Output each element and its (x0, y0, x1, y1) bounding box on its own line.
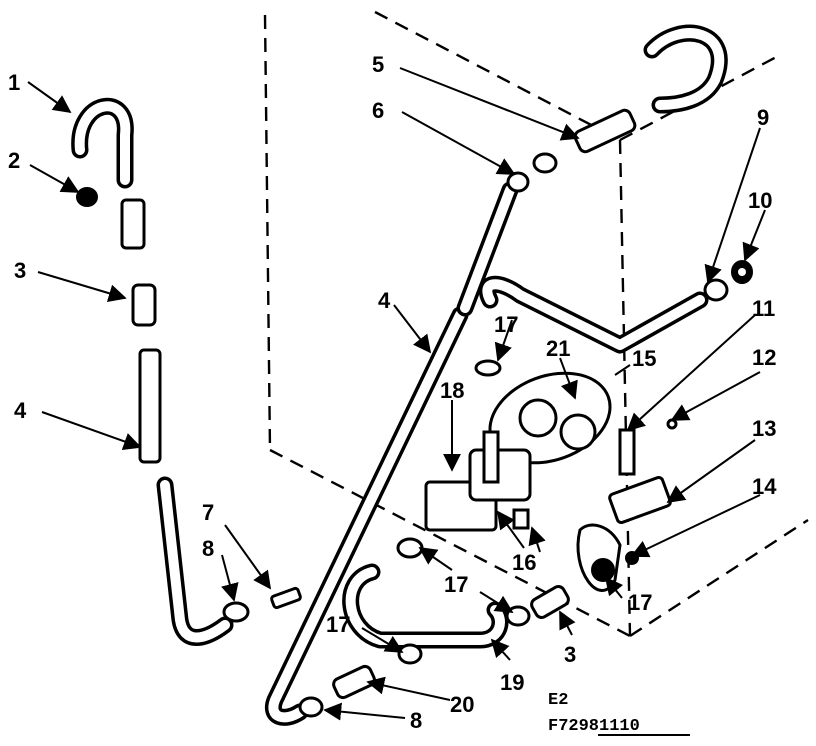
callout-10: 10 (748, 188, 772, 213)
callout-20: 20 (450, 692, 474, 717)
leader-lines (27, 67, 766, 721)
callout-12: 12 (752, 345, 776, 370)
section-code: E2 (548, 691, 568, 710)
long-tube (264, 108, 637, 726)
callout-8: 8 (202, 536, 214, 561)
callout-11: 11 (752, 296, 775, 321)
callout-5: 5 (372, 52, 384, 77)
callout-4b: 4 (378, 288, 391, 313)
callout-16: 16 (512, 550, 536, 575)
callout-labels: 1 2 3 4 5 6 4 7 8 9 10 11 12 13 14 15 16… (8, 52, 777, 733)
callout-15: 15 (632, 346, 656, 371)
callout-4: 4 (14, 398, 27, 423)
callout-13: 13 (752, 416, 776, 441)
callout-1: 1 (8, 70, 20, 95)
callout-21: 21 (546, 336, 570, 361)
callout-9: 9 (757, 105, 769, 130)
lower-drain-hose (298, 537, 570, 718)
callout-3: 3 (14, 258, 26, 283)
cabinet-outline (263, 10, 809, 638)
left-hose-assembly (71, 97, 302, 646)
right-hose (478, 260, 753, 354)
callout-3b: 3 (564, 642, 576, 667)
callout-17d: 17 (628, 590, 652, 615)
callout-2: 2 (8, 148, 20, 173)
callout-17a: 17 (494, 312, 518, 337)
figure-number: F72981110 (548, 717, 640, 736)
callout-17b: 17 (444, 572, 468, 597)
upper-fill-hose (643, 24, 728, 114)
callout-6: 6 (372, 98, 384, 123)
callout-7: 7 (202, 500, 214, 525)
valve-assembly (424, 359, 678, 592)
callout-8b: 8 (410, 708, 422, 733)
callout-18: 18 (440, 378, 464, 403)
callout-14: 14 (752, 474, 777, 499)
callout-19: 19 (500, 670, 524, 695)
callout-17c: 17 (326, 612, 350, 637)
